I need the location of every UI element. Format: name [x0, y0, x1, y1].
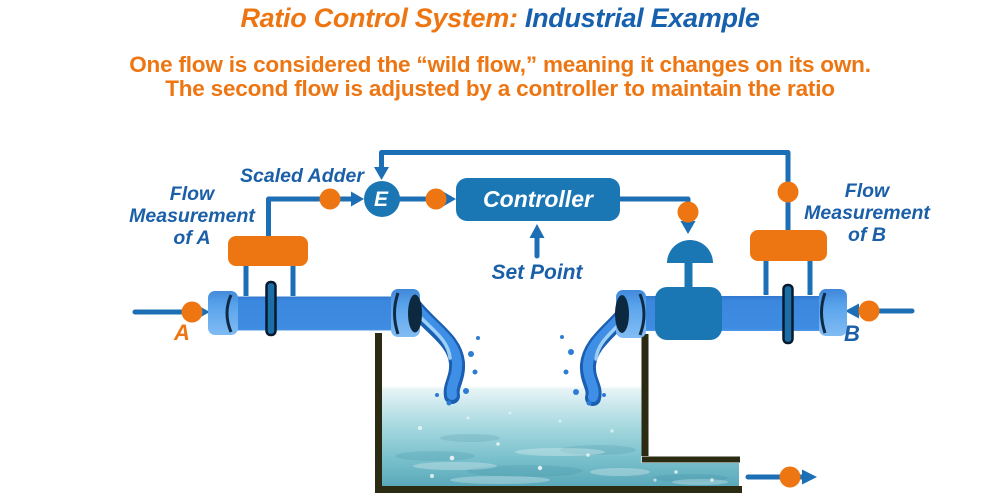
pipe-b-orifice-plate — [782, 283, 794, 345]
scaled-adder-node: E — [364, 181, 400, 217]
pipe-a-body — [222, 296, 400, 331]
tank — [375, 333, 742, 493]
sensor-a-legs — [243, 265, 296, 296]
pipe-a-left-coupling — [208, 291, 238, 335]
arrowhead-into-controller — [443, 191, 456, 207]
set-point-label: Set Point — [491, 261, 583, 284]
svg-text:Measurement: Measurement — [804, 202, 931, 224]
scaled-adder-label: Scaled Adder — [240, 165, 365, 187]
arrowhead-set-point — [529, 224, 545, 238]
pipe-b — [615, 240, 847, 345]
flow-measurement-b-label: Flow Measurement of B — [804, 180, 931, 246]
junction-dot — [319, 188, 341, 210]
arrowhead-into-adder-top — [374, 167, 389, 180]
control-valve — [655, 240, 722, 340]
water-stream-a — [405, 297, 480, 406]
tank-left-bottom-wall — [375, 333, 742, 493]
pipe-b-right-coupling — [819, 289, 847, 336]
pipe-a — [208, 280, 422, 337]
svg-text:Flow: Flow — [845, 180, 891, 202]
water-surface-highlight — [382, 385, 641, 388]
adder-symbol: E — [374, 188, 389, 211]
pipe-a-orifice-plate — [265, 280, 277, 337]
junction-dot — [779, 466, 801, 488]
valve-stem — [684, 256, 693, 292]
subtitle: One flow is considered the “wild flow,” … — [0, 53, 1000, 101]
flow-measurement-a-label: Flow Measurement of A — [129, 183, 256, 249]
title-blue-part: Industrial Example — [524, 3, 760, 33]
stream-b-label: B — [844, 321, 860, 346]
junction-dot — [677, 201, 699, 223]
arrowhead-into-valve — [680, 221, 696, 234]
svg-text:Measurement: Measurement — [129, 205, 256, 227]
title-orange-part: Ratio Control System: — [240, 3, 518, 33]
pipe-a-outlet-opening — [408, 294, 422, 333]
valve-actuator-dome — [667, 240, 713, 263]
sensor-b-legs — [763, 260, 813, 295]
tank-water — [382, 385, 739, 486]
junction-dot — [777, 181, 799, 203]
junction-dot — [858, 300, 880, 322]
pipe-b-outlet-opening — [615, 295, 629, 333]
junction-dot — [181, 301, 203, 323]
subtitle-line-2: The second flow is adjusted by a control… — [165, 76, 835, 101]
stream-a-label: A — [173, 320, 190, 345]
page-title: Ratio Control System: Industrial Example — [0, 3, 1000, 34]
arrowhead-outlet — [802, 469, 817, 485]
subtitle-line-1: One flow is considered the “wild flow,” … — [129, 52, 871, 77]
header: Ratio Control System: Industrial Example… — [0, 0, 1000, 101]
svg-text:of A: of A — [173, 227, 210, 249]
svg-text:of B: of B — [848, 224, 886, 246]
controller-label: Controller — [483, 186, 594, 212]
junction-dots — [181, 181, 880, 488]
flow-sensor-a — [228, 236, 308, 266]
junction-dot — [425, 188, 447, 210]
arrowhead-inlet-b — [845, 303, 859, 319]
controller-node: Controller — [456, 178, 620, 221]
arrowhead-into-adder-left — [351, 191, 364, 207]
flow-sensor-b — [750, 230, 827, 261]
valve-body — [655, 287, 722, 340]
svg-text:Flow: Flow — [170, 183, 216, 205]
